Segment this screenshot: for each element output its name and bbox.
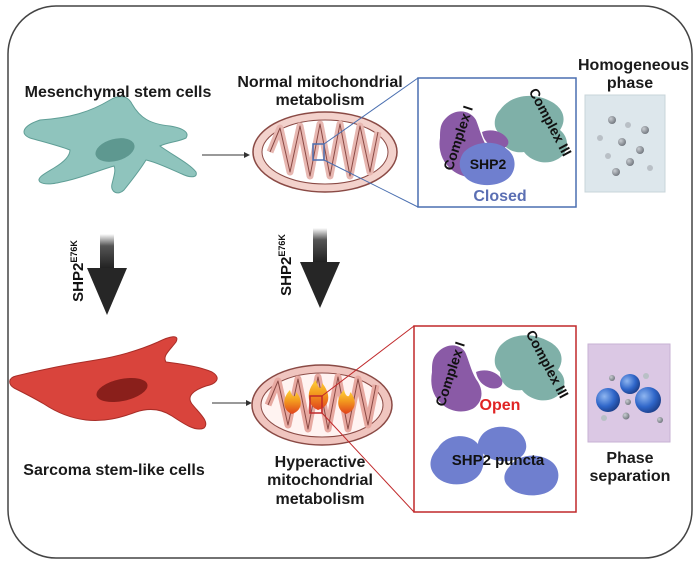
hyperactive-mitochondrion	[251, 364, 393, 446]
red-zoom-line-top	[321, 325, 415, 397]
homogeneous-phase-label: Homogeneous phase	[578, 57, 690, 94]
flame-icon	[338, 390, 355, 414]
phase-droplets	[596, 373, 663, 423]
phase-separation-label: Phase separation	[578, 450, 682, 487]
open-label: Open	[479, 397, 521, 414]
flame-icon	[308, 380, 329, 410]
mesenchymal-stem-cell	[23, 96, 197, 194]
arrow-msc-to-mito	[202, 152, 250, 158]
hyper-line1: Hyperactive	[274, 454, 366, 471]
homogeneous-dots	[597, 116, 653, 176]
mutation-sup-left: E76K	[69, 240, 79, 263]
mutation-base-middle: SHP2	[278, 256, 295, 296]
complex-iii-shape-bottom	[494, 335, 565, 401]
shp2-puncta-left-blob	[430, 436, 484, 485]
phase-line2: separation	[589, 468, 671, 486]
mutation-sup-middle: E76K	[277, 234, 287, 257]
blue-zoom-line-bottom	[323, 159, 419, 208]
shp2-puncta-top-blob	[478, 426, 527, 462]
normal-metabolism-label: Normal mitochondrial metabolism	[225, 74, 415, 111]
hyper-line2: mitochondrial	[267, 472, 373, 490]
shp2-e76k-label-left: SHP2E76K	[69, 221, 87, 321]
sarcoma-nucleus	[96, 377, 148, 403]
hyper-zoom-box	[309, 395, 323, 414]
msc-nucleus	[95, 138, 135, 162]
shp2-e76k-label-middle: SHP2E76K	[277, 215, 295, 315]
homogeneous-line2: phase	[606, 75, 654, 93]
closed-state-proteins	[439, 95, 568, 186]
homogeneous-line1: Homogeneous	[578, 57, 690, 74]
complex-i-shape-bottom	[431, 345, 482, 412]
shp2-label-top: SHP2	[469, 156, 507, 172]
sarcoma-stem-like-cell	[9, 336, 218, 430]
closed-label: Closed	[473, 188, 527, 205]
normal-mitochondrion	[252, 111, 398, 193]
hyper-line3: metabolism	[275, 490, 365, 508]
flame-icon	[284, 390, 301, 414]
shp2-puncta-right-blob	[504, 455, 559, 496]
shp2-puncta-label: SHP2 puncta	[451, 452, 545, 469]
shp2-shape-top	[459, 142, 515, 186]
hyperactive-metabolism-label: Hyperactive mitochondrial metabolism	[240, 454, 400, 509]
normal-metabolism-line1: Normal mitochondrial	[237, 74, 403, 91]
down-arrow-middle	[300, 228, 340, 308]
mutation-base-left: SHP2	[70, 262, 87, 302]
arrow-sarcoma-to-mito	[212, 400, 252, 406]
blue-zoom-line-top	[323, 77, 419, 145]
normal-zoom-box	[312, 143, 325, 161]
phase-line1: Phase	[606, 450, 654, 467]
red-zoom-line-bottom	[321, 412, 415, 513]
sarcoma-stem-like-cells-label: Sarcoma stem-like cells	[23, 462, 205, 479]
normal-metabolism-line2: metabolism	[275, 92, 365, 110]
complex-iii-shape-top	[494, 95, 568, 163]
mesenchymal-stem-cells-label: Mesenchymal stem cells	[24, 84, 212, 101]
down-arrow-left	[87, 234, 127, 315]
open-state-proteins	[430, 335, 565, 496]
